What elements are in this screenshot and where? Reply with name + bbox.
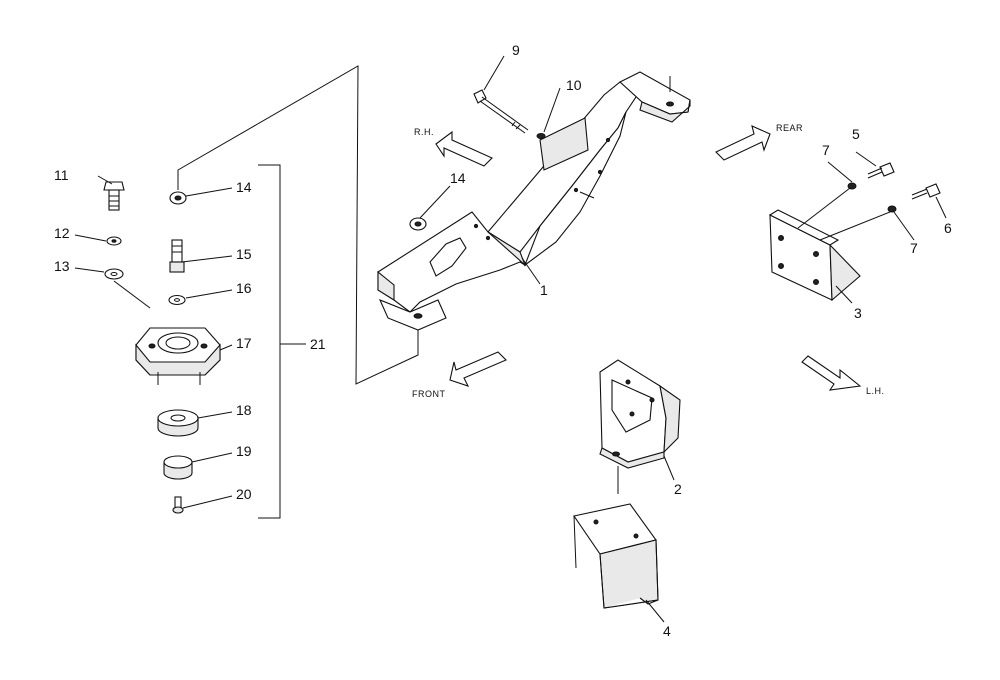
bolt-20	[172, 496, 184, 514]
callout-3: 3	[854, 305, 862, 321]
bolt-6	[911, 183, 941, 200]
direction-label-lh: L.H.	[866, 386, 885, 396]
arrow-rh	[435, 130, 493, 167]
callout-17: 17	[236, 335, 252, 351]
group-bracket-21	[258, 164, 281, 519]
bracket-2	[599, 359, 681, 494]
callout-13: 13	[54, 258, 70, 274]
callout-12: 12	[54, 225, 70, 241]
washer-16	[168, 294, 186, 306]
frame-bracket-1	[377, 71, 691, 331]
rubber-cushion-18	[157, 409, 199, 437]
bracket-3	[768, 187, 891, 302]
callout-2: 2	[674, 481, 682, 497]
washer-10	[536, 133, 546, 139]
callout-18: 18	[236, 402, 252, 418]
callout-6: 6	[944, 220, 952, 236]
callout-5: 5	[852, 126, 860, 142]
arrow-lh	[801, 355, 862, 391]
direction-label-front: FRONT	[412, 389, 446, 399]
bolt-5	[867, 162, 895, 179]
stopper-19	[163, 455, 193, 480]
stud-15	[169, 239, 185, 273]
bolt-9	[473, 89, 529, 134]
callout-7a: 7	[822, 142, 830, 158]
arrow-rear	[715, 125, 771, 161]
direction-label-rear: REAR	[776, 123, 803, 133]
direction-label-rh: R.H.	[414, 127, 434, 137]
callout-10: 10	[566, 77, 582, 93]
washer-7-a	[847, 182, 857, 190]
callout-14b: 14	[450, 170, 466, 186]
mount-assembly-group	[103, 65, 419, 519]
mount-base-17	[135, 327, 221, 385]
block-4	[573, 503, 659, 609]
callout-1: 1	[540, 282, 548, 298]
callout-19: 19	[236, 443, 252, 459]
callout-16: 16	[236, 280, 252, 296]
bolt-11	[103, 181, 125, 211]
nut-14-frame	[409, 217, 427, 231]
arrow-front	[449, 351, 507, 387]
callout-21: 21	[310, 336, 326, 352]
callout-7b: 7	[910, 240, 918, 256]
callout-20: 20	[236, 486, 252, 502]
assembly-reference-line	[177, 65, 419, 385]
callout-4: 4	[663, 623, 671, 639]
washer-7-b	[887, 205, 897, 213]
washer-13	[104, 268, 124, 280]
leader-lines	[74, 55, 947, 623]
nut-14	[169, 191, 187, 205]
callout-9: 9	[512, 42, 520, 58]
callout-11: 11	[54, 167, 69, 183]
callout-15: 15	[236, 246, 252, 262]
callout-14a: 14	[236, 179, 252, 195]
